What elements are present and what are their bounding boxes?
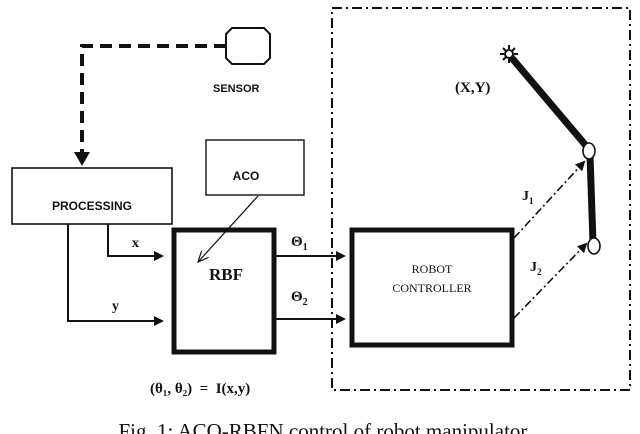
aco-block	[205, 139, 305, 196]
theta2-label: Θ2	[291, 289, 308, 308]
j1-arrow	[513, 160, 586, 239]
arm-joint-2	[587, 237, 601, 255]
robot-arm	[500, 45, 601, 255]
aco-label: ACO	[233, 169, 260, 183]
robot-controller-label-line1: ROBOT	[412, 262, 453, 276]
sensor-label: SENSOR	[213, 83, 260, 95]
x-signal-line	[107, 224, 164, 261]
aco-to-rbf-arrow	[198, 195, 259, 262]
j1-label: J1	[522, 189, 534, 206]
mapping-equation: (θ₁, θ₂) = I(x,y)	[150, 381, 250, 397]
sensor-feedback-arrowhead	[74, 152, 90, 166]
sensor-icon	[225, 27, 271, 65]
y-signal-line	[67, 224, 164, 326]
end-effector-label: (X,Y)	[455, 80, 490, 96]
figure-caption: Fig. 1: ACO-RBFN control of robot manipu…	[119, 419, 532, 434]
theta1-label: Θ1	[291, 234, 308, 253]
j2-arrow	[513, 242, 588, 319]
x-signal-label: x	[132, 236, 139, 251]
arm-joint-1	[582, 142, 596, 160]
j2-label: J2	[530, 260, 542, 277]
sensor-feedback-line	[80, 44, 226, 160]
y-signal-label: y	[112, 299, 119, 314]
robot-section-frame	[331, 7, 631, 391]
end-effector-icon	[500, 45, 518, 63]
robot-controller-block	[349, 227, 515, 348]
rbf-label: RBF	[209, 265, 243, 284]
robot-controller-label-line2: CONTROLLER	[392, 281, 471, 295]
rbf-block	[171, 227, 277, 355]
processing-block	[11, 167, 173, 225]
processing-label: PROCESSING	[52, 199, 132, 213]
